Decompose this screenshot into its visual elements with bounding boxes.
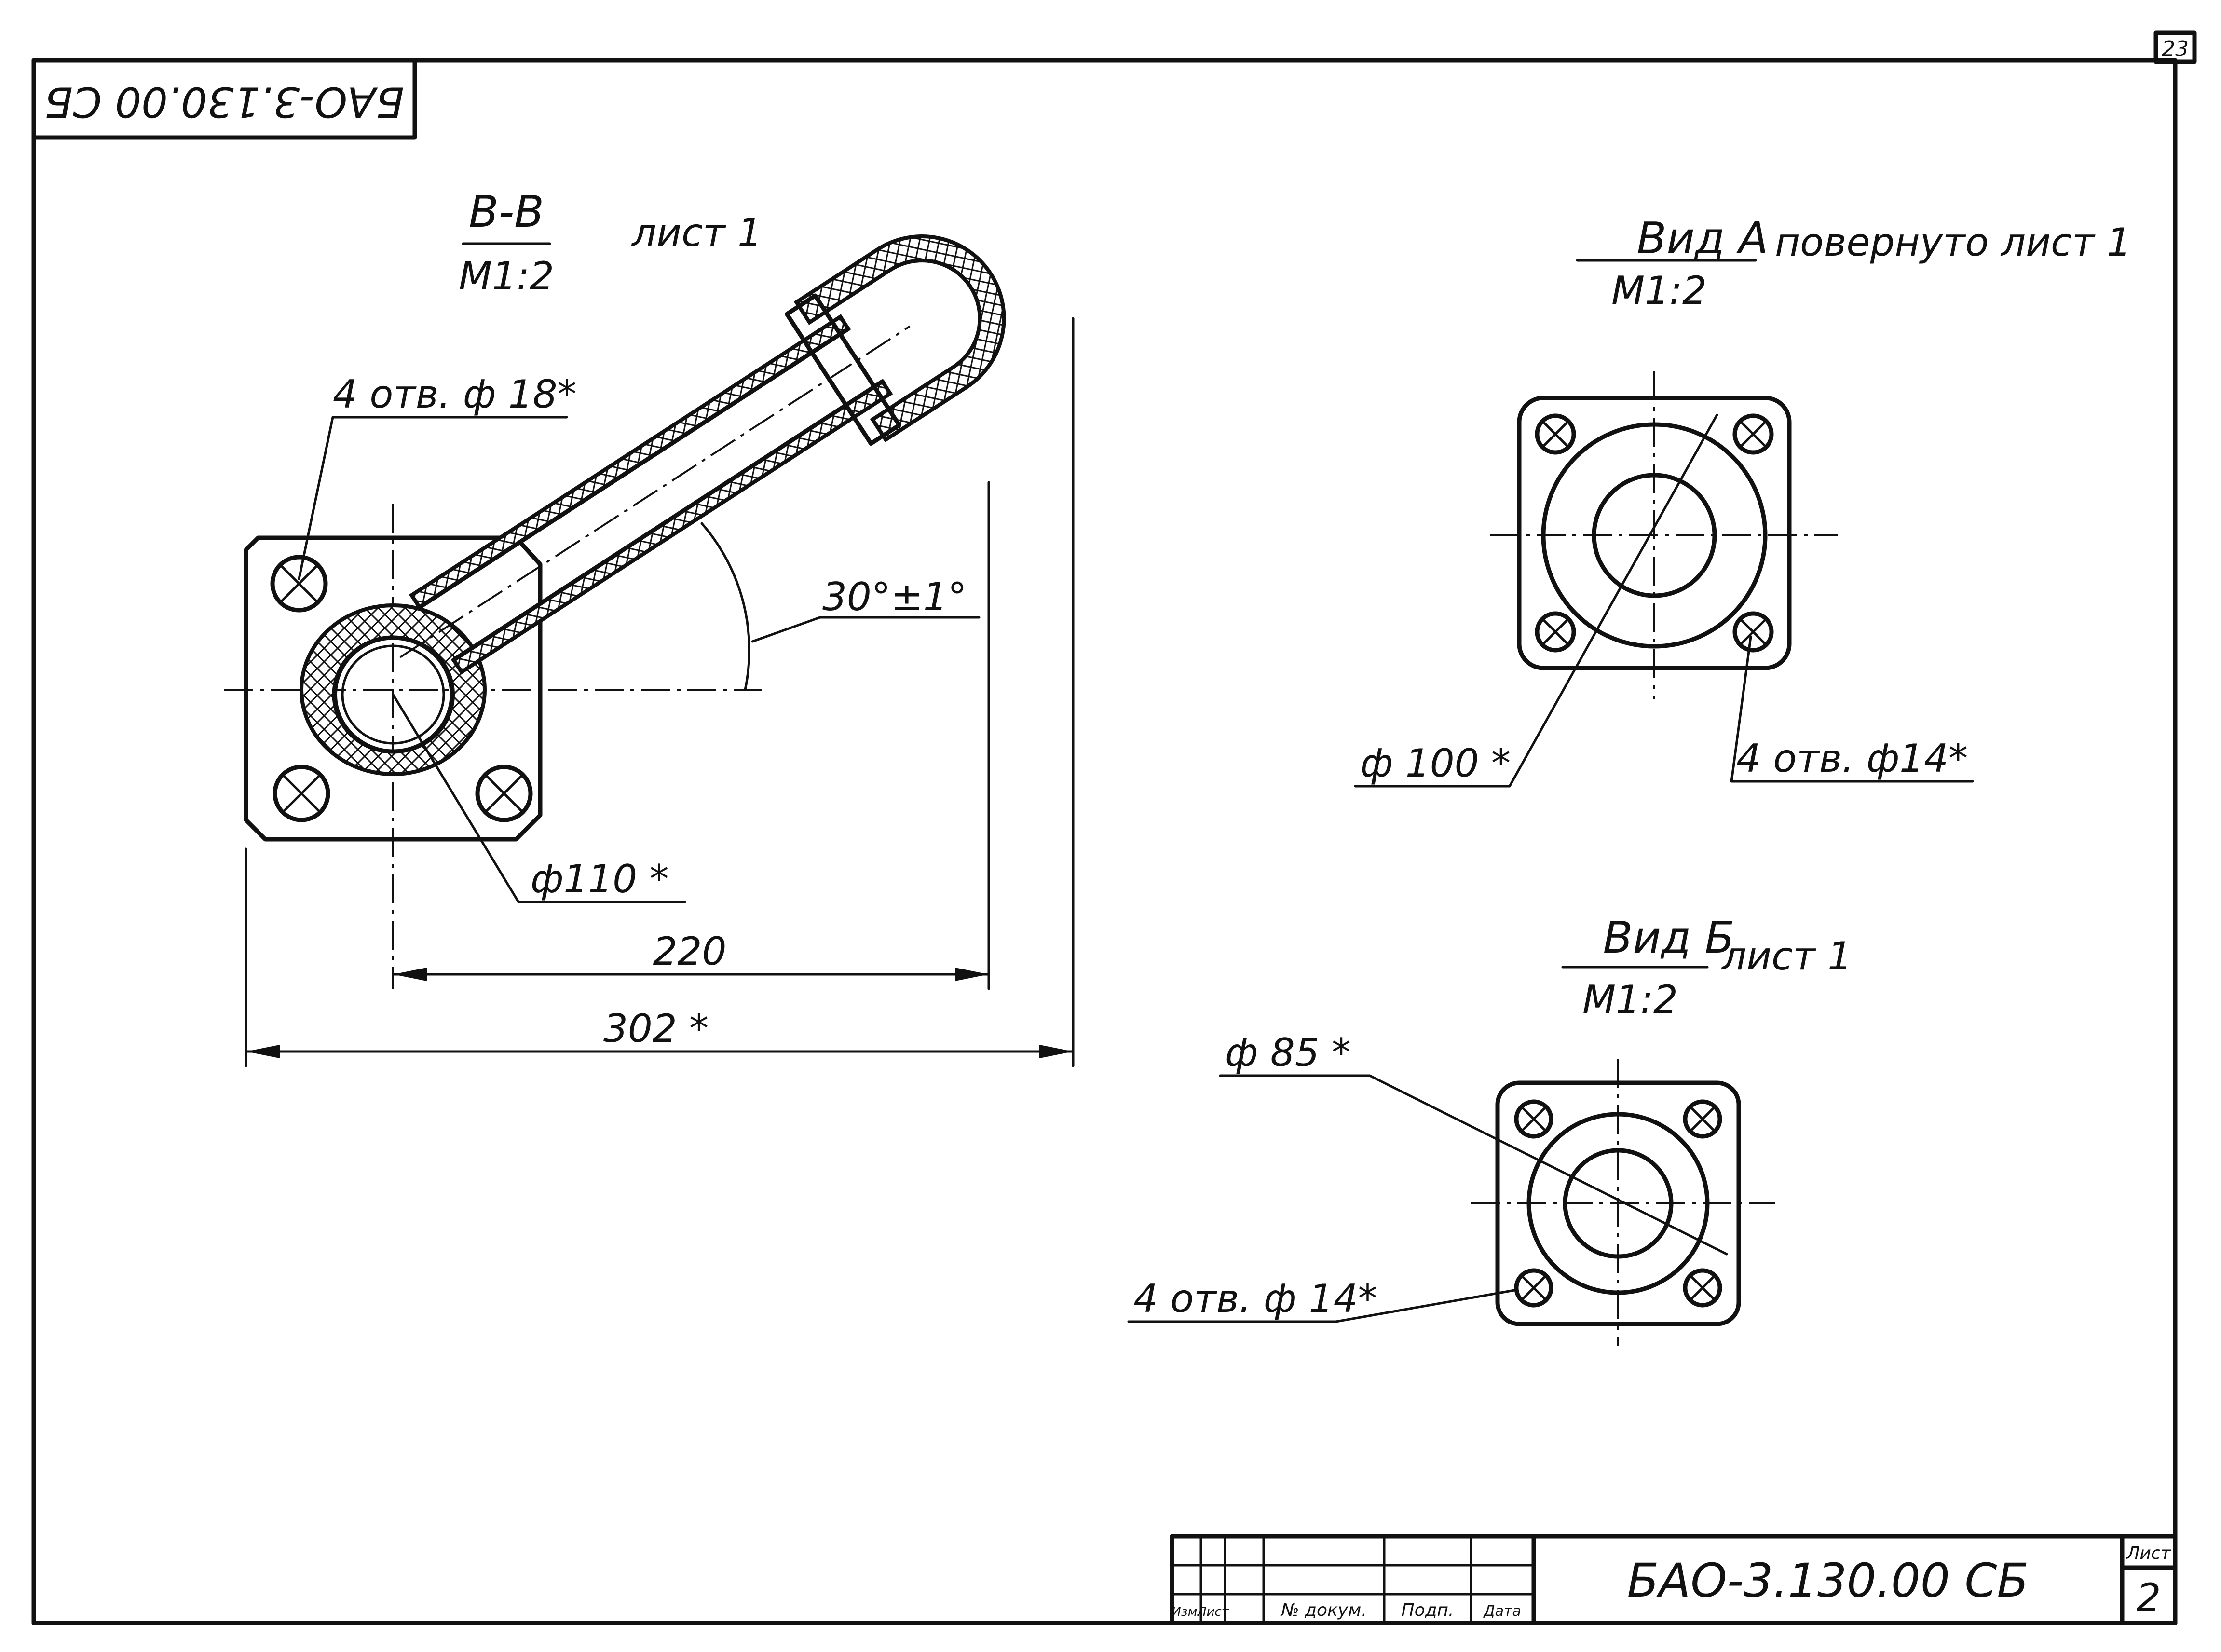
section-bb-diameter-label: ф110 * bbox=[531, 857, 669, 901]
angled-pipe bbox=[399, 234, 1006, 675]
view-a-note: повернуто лист 1 bbox=[1775, 220, 2131, 265]
angle-label: 30°±1° bbox=[822, 574, 967, 619]
tb-header-izm: Изм. bbox=[1172, 1605, 1201, 1619]
view-a-title: Вид А bbox=[1637, 213, 1769, 264]
drawing-frame: 23 bbox=[31, 30, 2197, 1625]
tb-header-list: Лист bbox=[1197, 1605, 1229, 1619]
view-a-scale: М1:2 bbox=[1611, 268, 1707, 313]
view-b: Вид Б лист 1 М1:2 ф 85 * 4 отв. ф 14* bbox=[1127, 913, 1852, 1346]
flange-bolt-holes bbox=[270, 555, 533, 822]
tb-header-doc: № докум. bbox=[1280, 1600, 1366, 1620]
section-bb-sheet-ref: лист 1 bbox=[631, 210, 762, 255]
stamp-top-left: БАО-3.130.00 СБ bbox=[31, 58, 417, 140]
section-bb: В-В М1:2 лист 1 bbox=[224, 187, 1075, 1067]
view-a: Вид А повернуто лист 1 М1:2 ф 100 * 4 от… bbox=[1354, 213, 2131, 788]
title-block: Изм. Лист № докум. Подп. Дата БАО-3.130.… bbox=[1170, 1534, 2178, 1625]
tb-designation: БАО-3.130.00 СБ bbox=[1627, 1554, 2029, 1608]
page-number: 23 bbox=[2162, 37, 2189, 61]
flange-plate bbox=[244, 535, 543, 842]
view-a-holes-label: 4 отв. ф14* bbox=[1736, 736, 1968, 781]
tb-header-date: Дата bbox=[1483, 1603, 1521, 1620]
section-bb-holes-label: 4 отв. ф 18* bbox=[333, 372, 577, 417]
view-b-diameter-label: ф 85 * bbox=[1225, 1030, 1351, 1075]
stamp-designation: БАО-3.130.00 СБ bbox=[44, 78, 404, 126]
dim-220-label: 220 bbox=[653, 929, 727, 974]
section-bb-scale: М1:2 bbox=[459, 254, 554, 299]
view-a-bolt-holes bbox=[1535, 413, 1774, 653]
view-a-diameter-label: ф 100 * bbox=[1360, 741, 1511, 786]
dim-302-label: 302 * bbox=[603, 1006, 709, 1051]
section-bb-title: В-В bbox=[469, 187, 544, 237]
view-b-title: Вид Б bbox=[1603, 913, 1735, 963]
tb-sheet-number: 2 bbox=[2137, 1575, 2161, 1620]
tb-sheet-label: Лист bbox=[2126, 1543, 2171, 1563]
tb-header-sign: Подп. bbox=[1402, 1600, 1454, 1620]
view-b-scale: М1:2 bbox=[1582, 977, 1678, 1022]
view-b-sheet-ref: лист 1 bbox=[1721, 934, 1852, 979]
view-b-bolt-holes bbox=[1514, 1099, 1722, 1308]
view-b-holes-label: 4 отв. ф 14* bbox=[1133, 1276, 1377, 1321]
